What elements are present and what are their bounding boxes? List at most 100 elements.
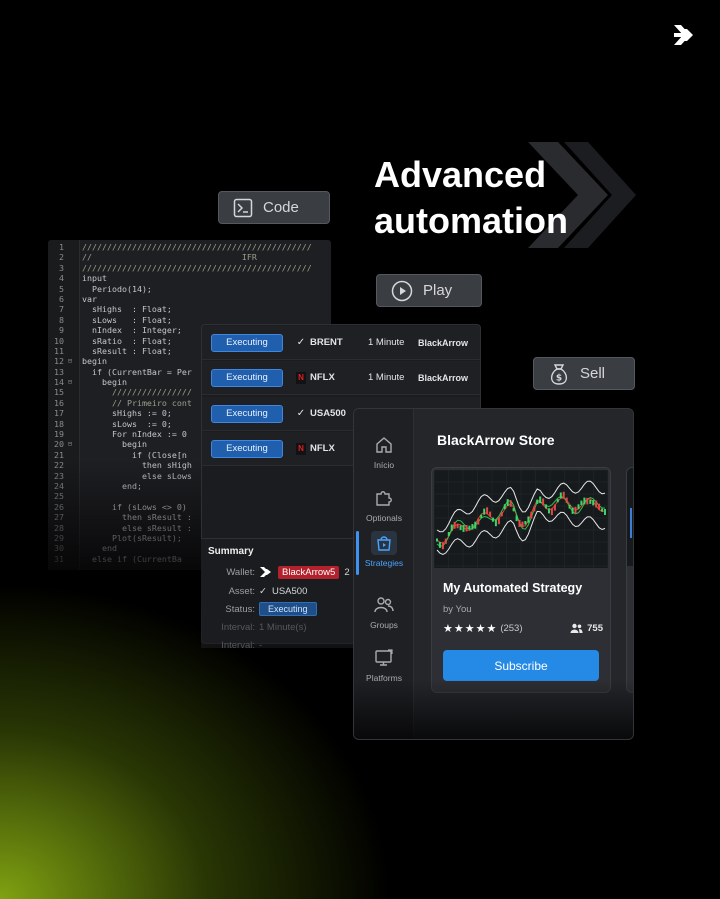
chart-candle: [492, 517, 494, 522]
fold-marker[interactable]: [64, 284, 76, 294]
chart-candle: [480, 514, 483, 518]
strategy-chart: [434, 470, 608, 568]
line-number: 14: [54, 377, 64, 388]
wallet-value[interactable]: BlackArrow5: [278, 565, 340, 579]
headline-line-1: Advanced: [374, 154, 547, 195]
chart-candle: [462, 525, 465, 532]
nav-item-groups[interactable]: Groups: [354, 593, 414, 643]
code-text: sRatio : Float;: [82, 335, 172, 346]
chart-candle: [568, 504, 571, 509]
code-line: 2// IFR: [48, 252, 331, 262]
chart-candle: [550, 508, 553, 516]
nav-item-label: Optionals: [366, 513, 402, 523]
sell-pill[interactable]: $ Sell: [533, 357, 635, 390]
executing-badge[interactable]: Executing: [211, 333, 283, 352]
code-pill[interactable]: Code: [218, 191, 330, 224]
code-text: if (Close[n: [82, 449, 187, 460]
fold-marker[interactable]: [64, 294, 76, 304]
chart-candle: [521, 521, 524, 528]
chart-candle: [447, 532, 450, 536]
subscribers-value: 755: [587, 622, 603, 634]
asset-value: USA500: [271, 585, 308, 597]
nav-item-strategies[interactable]: Strategies: [354, 531, 414, 581]
fold-marker[interactable]: [64, 387, 76, 397]
store-panel: Início Optionals Strategies Groups Platf…: [353, 408, 634, 740]
fold-marker[interactable]: [64, 252, 76, 262]
chart-candle: [456, 523, 459, 529]
nflx-logo-icon: N: [296, 371, 306, 384]
fold-marker[interactable]: [64, 398, 76, 408]
line-number: 19: [54, 429, 64, 440]
line-number: 2: [59, 252, 64, 263]
summary-asset-row: Asset: ✓USA500: [201, 583, 308, 599]
executing-badge[interactable]: Executing: [211, 368, 283, 387]
fold-marker[interactable]: [64, 408, 76, 418]
executing-badge[interactable]: Executing: [211, 439, 283, 458]
chart-candle: [518, 519, 521, 527]
status-badge: Executing: [259, 602, 317, 616]
code-pill-label: Code: [263, 199, 299, 216]
fold-marker[interactable]: ⊟: [67, 440, 73, 449]
chart-candle: [539, 496, 542, 504]
chart-candle: [444, 538, 447, 544]
fold-marker[interactable]: ⊟: [67, 378, 73, 387]
fold-marker[interactable]: [64, 325, 76, 335]
executing-badge[interactable]: Executing: [211, 404, 283, 423]
chart-candle: [565, 497, 568, 503]
fold-marker[interactable]: [64, 315, 76, 325]
strategy-card[interactable]: My Automated Strategy by You ★★★★★ (253)…: [431, 467, 611, 693]
asset-interval: 1 Minute: [368, 337, 405, 348]
code-text: begin: [82, 377, 127, 388]
status-label: Status:: [225, 603, 255, 615]
chart-candle: [471, 524, 474, 530]
fold-marker[interactable]: [64, 242, 76, 252]
chart-candle: [530, 511, 533, 519]
line-number: 1: [59, 242, 64, 252]
subscribe-button[interactable]: Subscribe: [443, 650, 599, 681]
summary-interval2-row: Interval: -: [201, 637, 262, 653]
fold-marker[interactable]: [64, 346, 76, 356]
line-number: 3: [59, 262, 64, 273]
code-line: 1///////////////////////////////////////…: [48, 242, 331, 252]
strategy-author: by You: [443, 604, 472, 615]
wallet-extra: 2: [344, 566, 350, 578]
fold-marker[interactable]: [64, 304, 76, 314]
chart-candle: [477, 518, 480, 525]
next-strategy-card[interactable]: [626, 467, 633, 693]
line-number: 8: [59, 314, 64, 325]
svg-text:$: $: [556, 373, 562, 383]
play-pill[interactable]: Play: [376, 274, 482, 307]
nav-item-home[interactable]: Início: [354, 433, 414, 483]
fold-marker[interactable]: [64, 450, 76, 460]
fold-marker[interactable]: [64, 367, 76, 377]
code-text: if (CurrentBar = Per: [82, 366, 192, 377]
nav-item-optionals[interactable]: Optionals: [354, 486, 414, 536]
asset-name: NFLX: [310, 372, 335, 383]
code-text: sHighs := 0;: [82, 408, 172, 419]
fold-marker[interactable]: [64, 419, 76, 429]
chart-candle: [512, 507, 515, 512]
check-icon: ✓: [296, 337, 306, 348]
users-icon: [570, 623, 583, 633]
fold-marker[interactable]: [64, 273, 76, 283]
strategy-bag-icon: [377, 536, 391, 551]
chart-candle: [503, 504, 506, 510]
summary-interval-row: Interval: 1 Minute(s): [201, 619, 306, 635]
fold-marker[interactable]: [64, 263, 76, 273]
fold-marker[interactable]: [64, 336, 76, 346]
terminal-icon: [233, 198, 253, 217]
code-line: 5 Periodo(14);: [48, 284, 331, 294]
chart-candle: [571, 507, 574, 514]
line-number: 20: [54, 439, 64, 450]
fold-marker[interactable]: [64, 429, 76, 439]
line-number: 16: [54, 397, 64, 408]
nav-item-label: Início: [373, 460, 395, 470]
headline: Advanced automation: [374, 152, 634, 244]
summary-status-row: Status: Executing: [201, 601, 317, 617]
line-number: 9: [59, 325, 64, 336]
fold-marker[interactable]: ⊟: [67, 357, 73, 366]
puzzle-icon: [376, 491, 392, 506]
